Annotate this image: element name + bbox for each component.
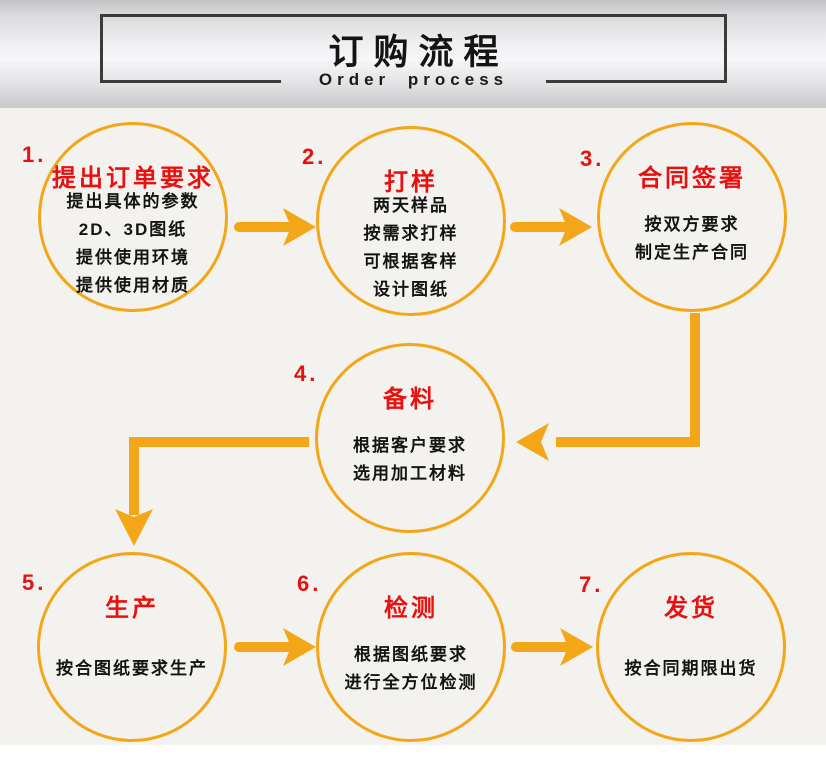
arrow-step4-to-step5 (115, 437, 309, 546)
step-6-line: 根据图纸要求 (354, 645, 468, 664)
title-box-bottom-line-right (546, 80, 727, 83)
step-6-circle: 检测 根据图纸要求 进行全方位检测 (316, 552, 506, 742)
step-4-circle: 备料 根据客户要求 选用加工材料 (315, 343, 505, 533)
step-7-details: 按合同期限出货 (625, 623, 758, 739)
step-2-title: 打样 (384, 169, 438, 196)
step-6-title: 检测 (384, 595, 438, 622)
step-1-circle: 提出订单要求 提出具体的参数 2D、3D图纸 提供使用环境 提供使用材质 (38, 122, 228, 312)
step-2-line: 两天样品 (373, 196, 449, 215)
step-1-line: 2D、3D图纸 (78, 220, 188, 239)
step-2-number: 2. (302, 144, 327, 169)
arrow-step6-to-step7 (511, 628, 593, 666)
step-3-line: 制定生产合同 (635, 243, 749, 262)
bottom-strip (0, 745, 826, 767)
arrow-step3-to-step4 (516, 313, 700, 461)
step-3-title: 合同签署 (638, 165, 746, 192)
step-4-details: 根据客户要求 选用加工材料 (353, 414, 467, 530)
step-4-line: 选用加工材料 (353, 464, 467, 483)
step-1-details: 提出具体的参数 2D、3D图纸 提供使用环境 提供使用材质 (67, 193, 200, 319)
step-4-line: 根据客户要求 (353, 436, 467, 455)
step-2-circle: 打样 两天样品 按需求打样 可根据客样 设计图纸 (316, 126, 506, 316)
step-7-title: 发货 (664, 595, 718, 622)
step-5-circle: 生产 按合图纸要求生产 (37, 552, 227, 742)
header-banner: 订购流程 Order process (0, 0, 826, 108)
arrow-step5-to-step6 (234, 628, 316, 666)
step-5-details: 按合图纸要求生产 (56, 623, 208, 739)
step-5-number: 5. (22, 570, 47, 595)
step-2-line: 按需求打样 (363, 224, 459, 243)
step-6-line: 进行全方位检测 (344, 673, 478, 692)
step-1-number: 1. (22, 142, 47, 167)
title-box-bottom-line-left (100, 80, 281, 83)
step-7-line: 按合同期限出货 (624, 659, 758, 678)
step-7-circle: 发货 按合同期限出货 (596, 552, 786, 742)
step-6-number: 6. (297, 571, 322, 596)
page-subtitle: Order process (318, 70, 509, 89)
step-1-line: 提供使用环境 (76, 248, 190, 267)
step-7-number: 7. (579, 572, 604, 597)
page-title: 订购流程 (328, 33, 509, 72)
step-4-title: 备料 (383, 386, 437, 413)
step-3-line: 按双方要求 (644, 215, 740, 234)
step-3-circle: 合同签署 按双方要求 制定生产合同 (597, 122, 787, 312)
step-3-number: 3. (580, 146, 605, 171)
step-1-line: 提供使用材质 (76, 276, 190, 295)
step-2-line: 设计图纸 (373, 280, 449, 299)
step-1-title: 提出订单要求 (52, 165, 214, 192)
step-5-title: 生产 (105, 595, 159, 622)
arrow-step1-to-step2 (234, 208, 316, 246)
step-4-number: 4. (294, 361, 319, 386)
step-1-line: 提出具体的参数 (66, 192, 200, 211)
step-3-details: 按双方要求 制定生产合同 (635, 193, 749, 309)
step-5-line: 按合图纸要求生产 (56, 659, 208, 678)
step-2-details: 两天样品 按需求打样 可根据客样 设计图纸 (364, 197, 459, 323)
step-2-line: 可根据客样 (363, 252, 459, 271)
step-6-details: 根据图纸要求 进行全方位检测 (345, 623, 478, 739)
title-box: 订购流程 Order process (100, 14, 727, 89)
arrow-step2-to-step3 (510, 208, 592, 246)
